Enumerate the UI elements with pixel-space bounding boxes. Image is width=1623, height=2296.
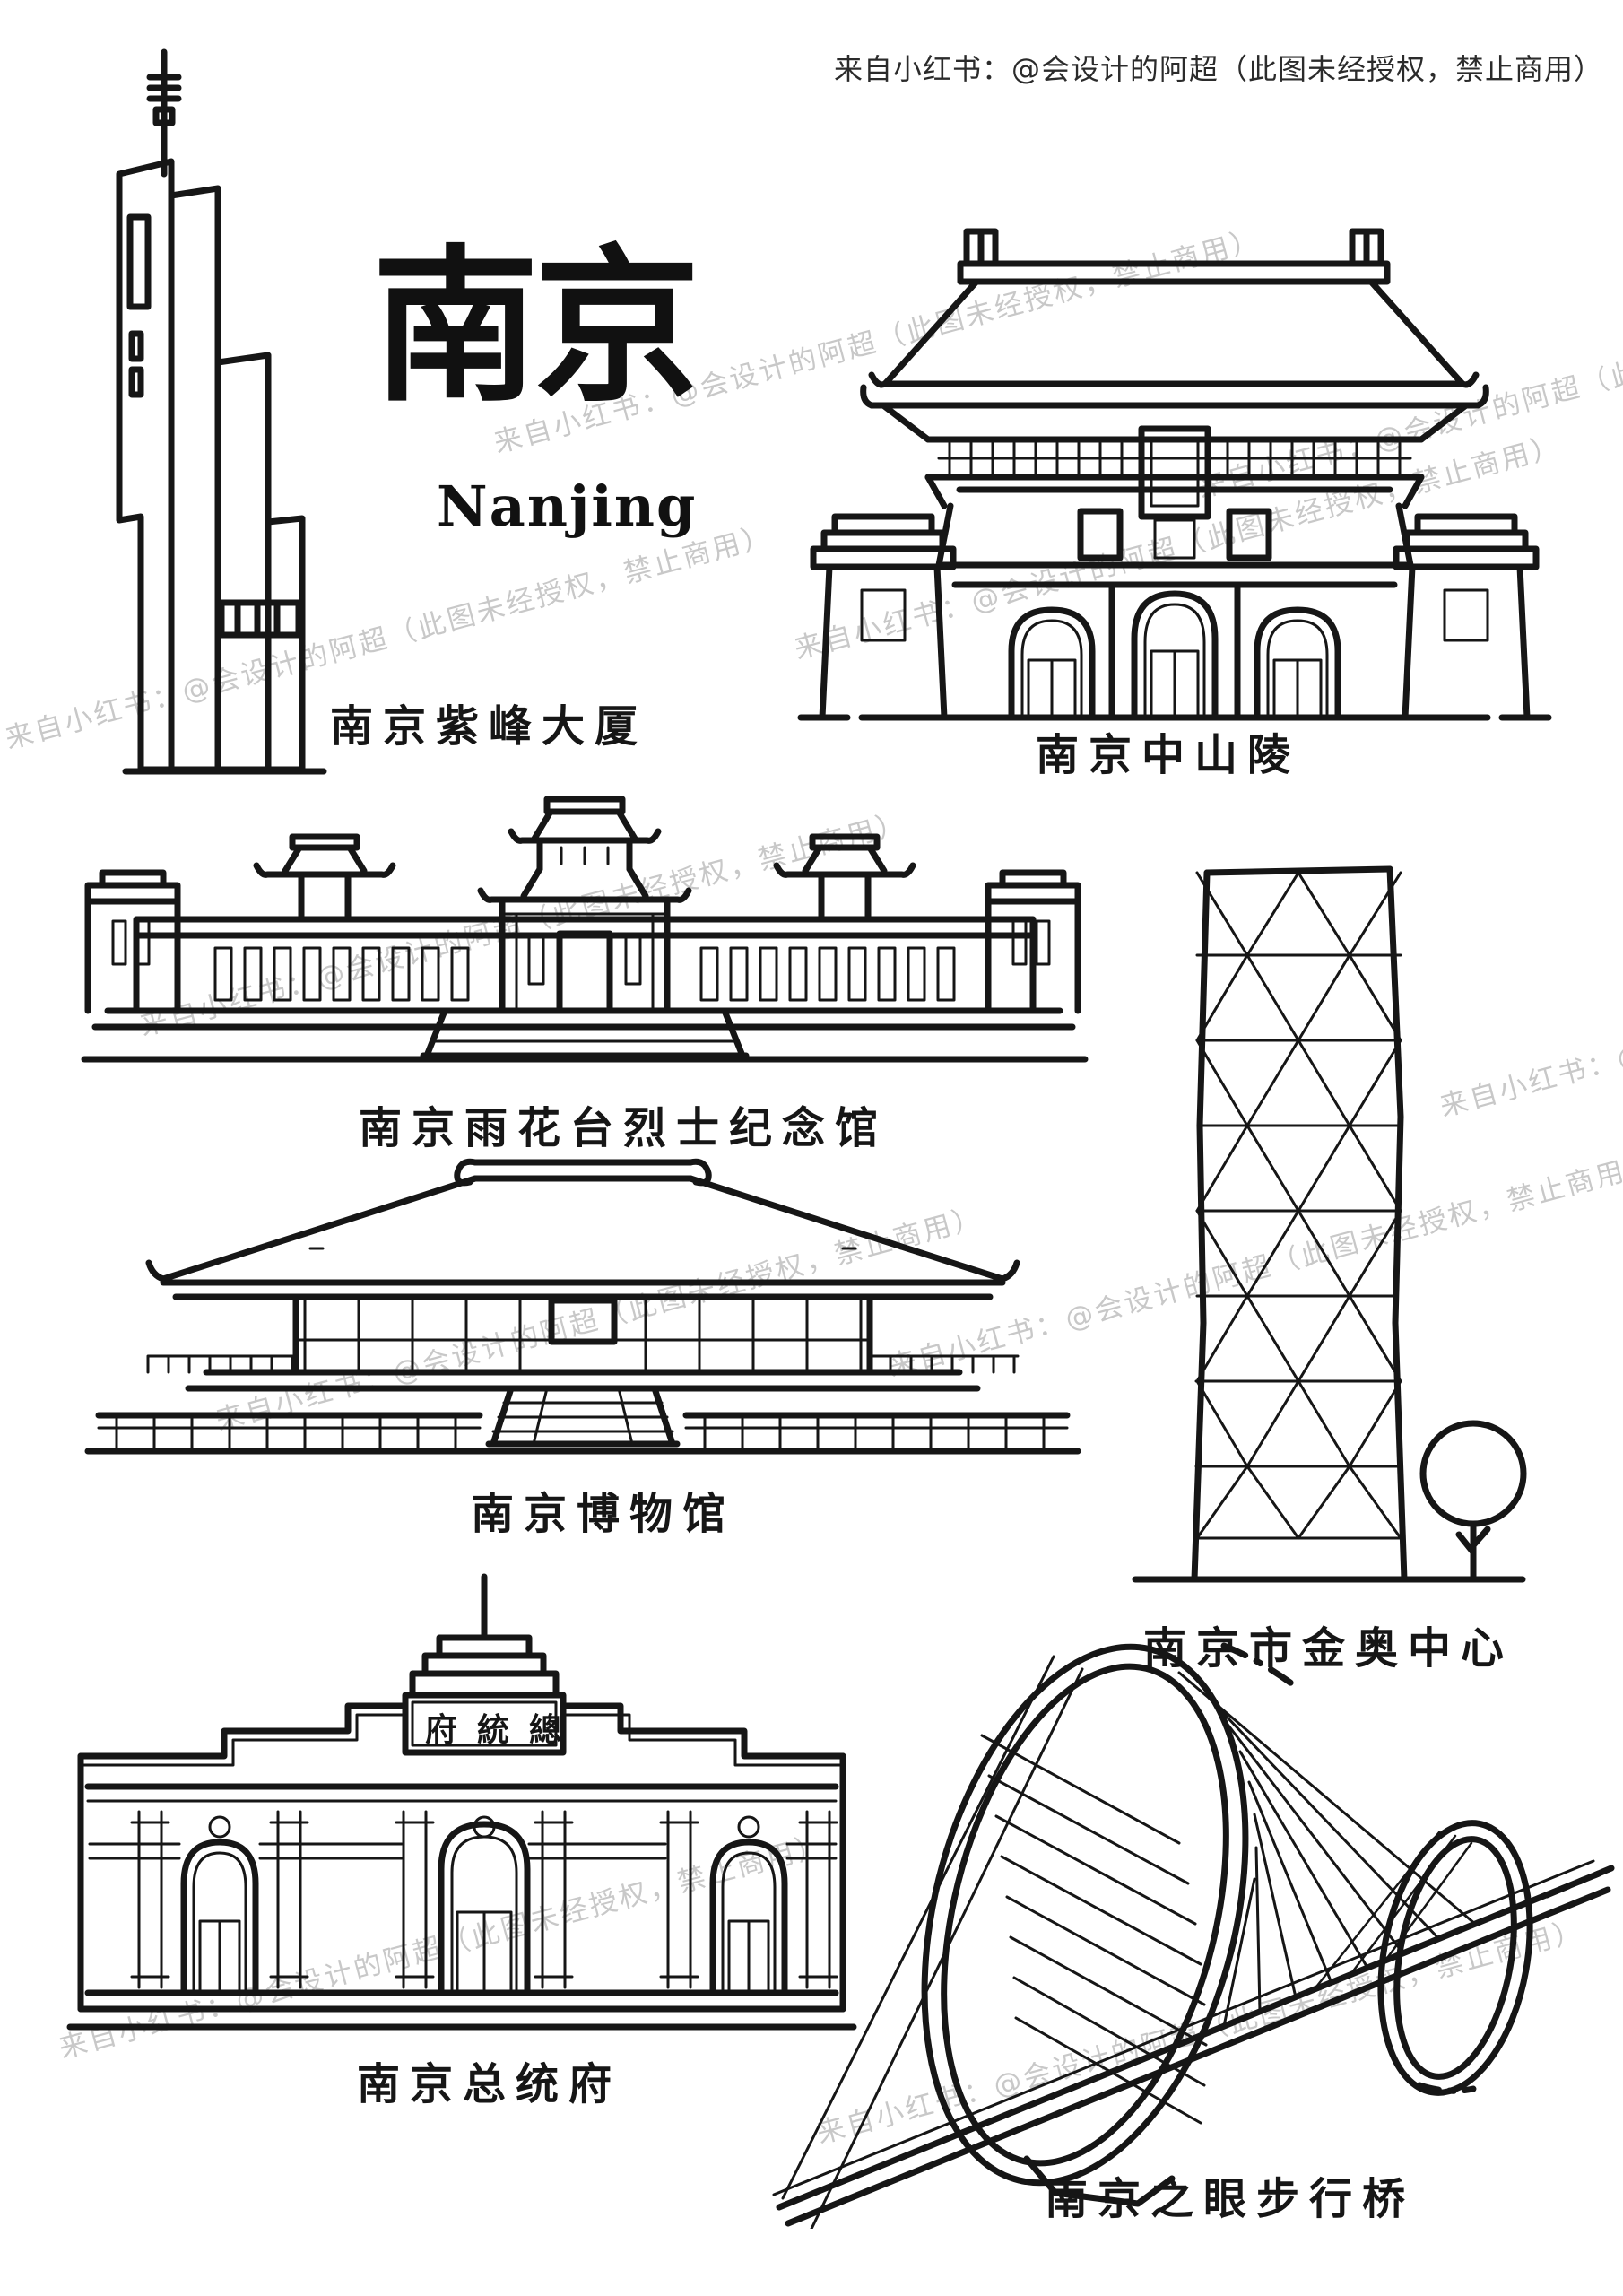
nanjing-museum-illustration <box>84 1158 1081 1455</box>
credit-line: 来自小红书：@会设计的阿超（此图未经授权，禁止商用） <box>833 52 1603 86</box>
presidential-palace-label: 南京总统府 <box>357 2059 622 2109</box>
nanjing-museum-label: 南京博物馆 <box>471 1489 736 1539</box>
zifeng-tower-label: 南京紫峰大厦 <box>330 701 648 752</box>
zhongshan-mausoleum-illustration <box>797 228 1552 721</box>
nanjing-eye-bridge-illustration <box>772 1642 1615 2229</box>
yuhuatai-martyrs-memorial-illustration <box>81 796 1089 1063</box>
jinao-center-label: 南京市金奥中心 <box>1143 1623 1515 1674</box>
city-title-en: Nanjing <box>437 474 698 539</box>
presidential-palace-illustration <box>66 1573 857 2031</box>
zhongshan-mausoleum-label: 南京中山陵 <box>1036 730 1301 780</box>
nanjing-eye-bridge-label: 南京之眼步行桥 <box>1045 2174 1416 2224</box>
city-title-zh: 南京 <box>372 230 700 424</box>
zifeng-tower-illustration <box>116 48 327 775</box>
presidential-palace-plaque: 府統總 <box>425 1712 582 1749</box>
yuhuatai-martyrs-memorial-label: 南京雨花台烈士纪念馆 <box>359 1103 889 1153</box>
jinao-center-illustration <box>1132 865 1527 1583</box>
